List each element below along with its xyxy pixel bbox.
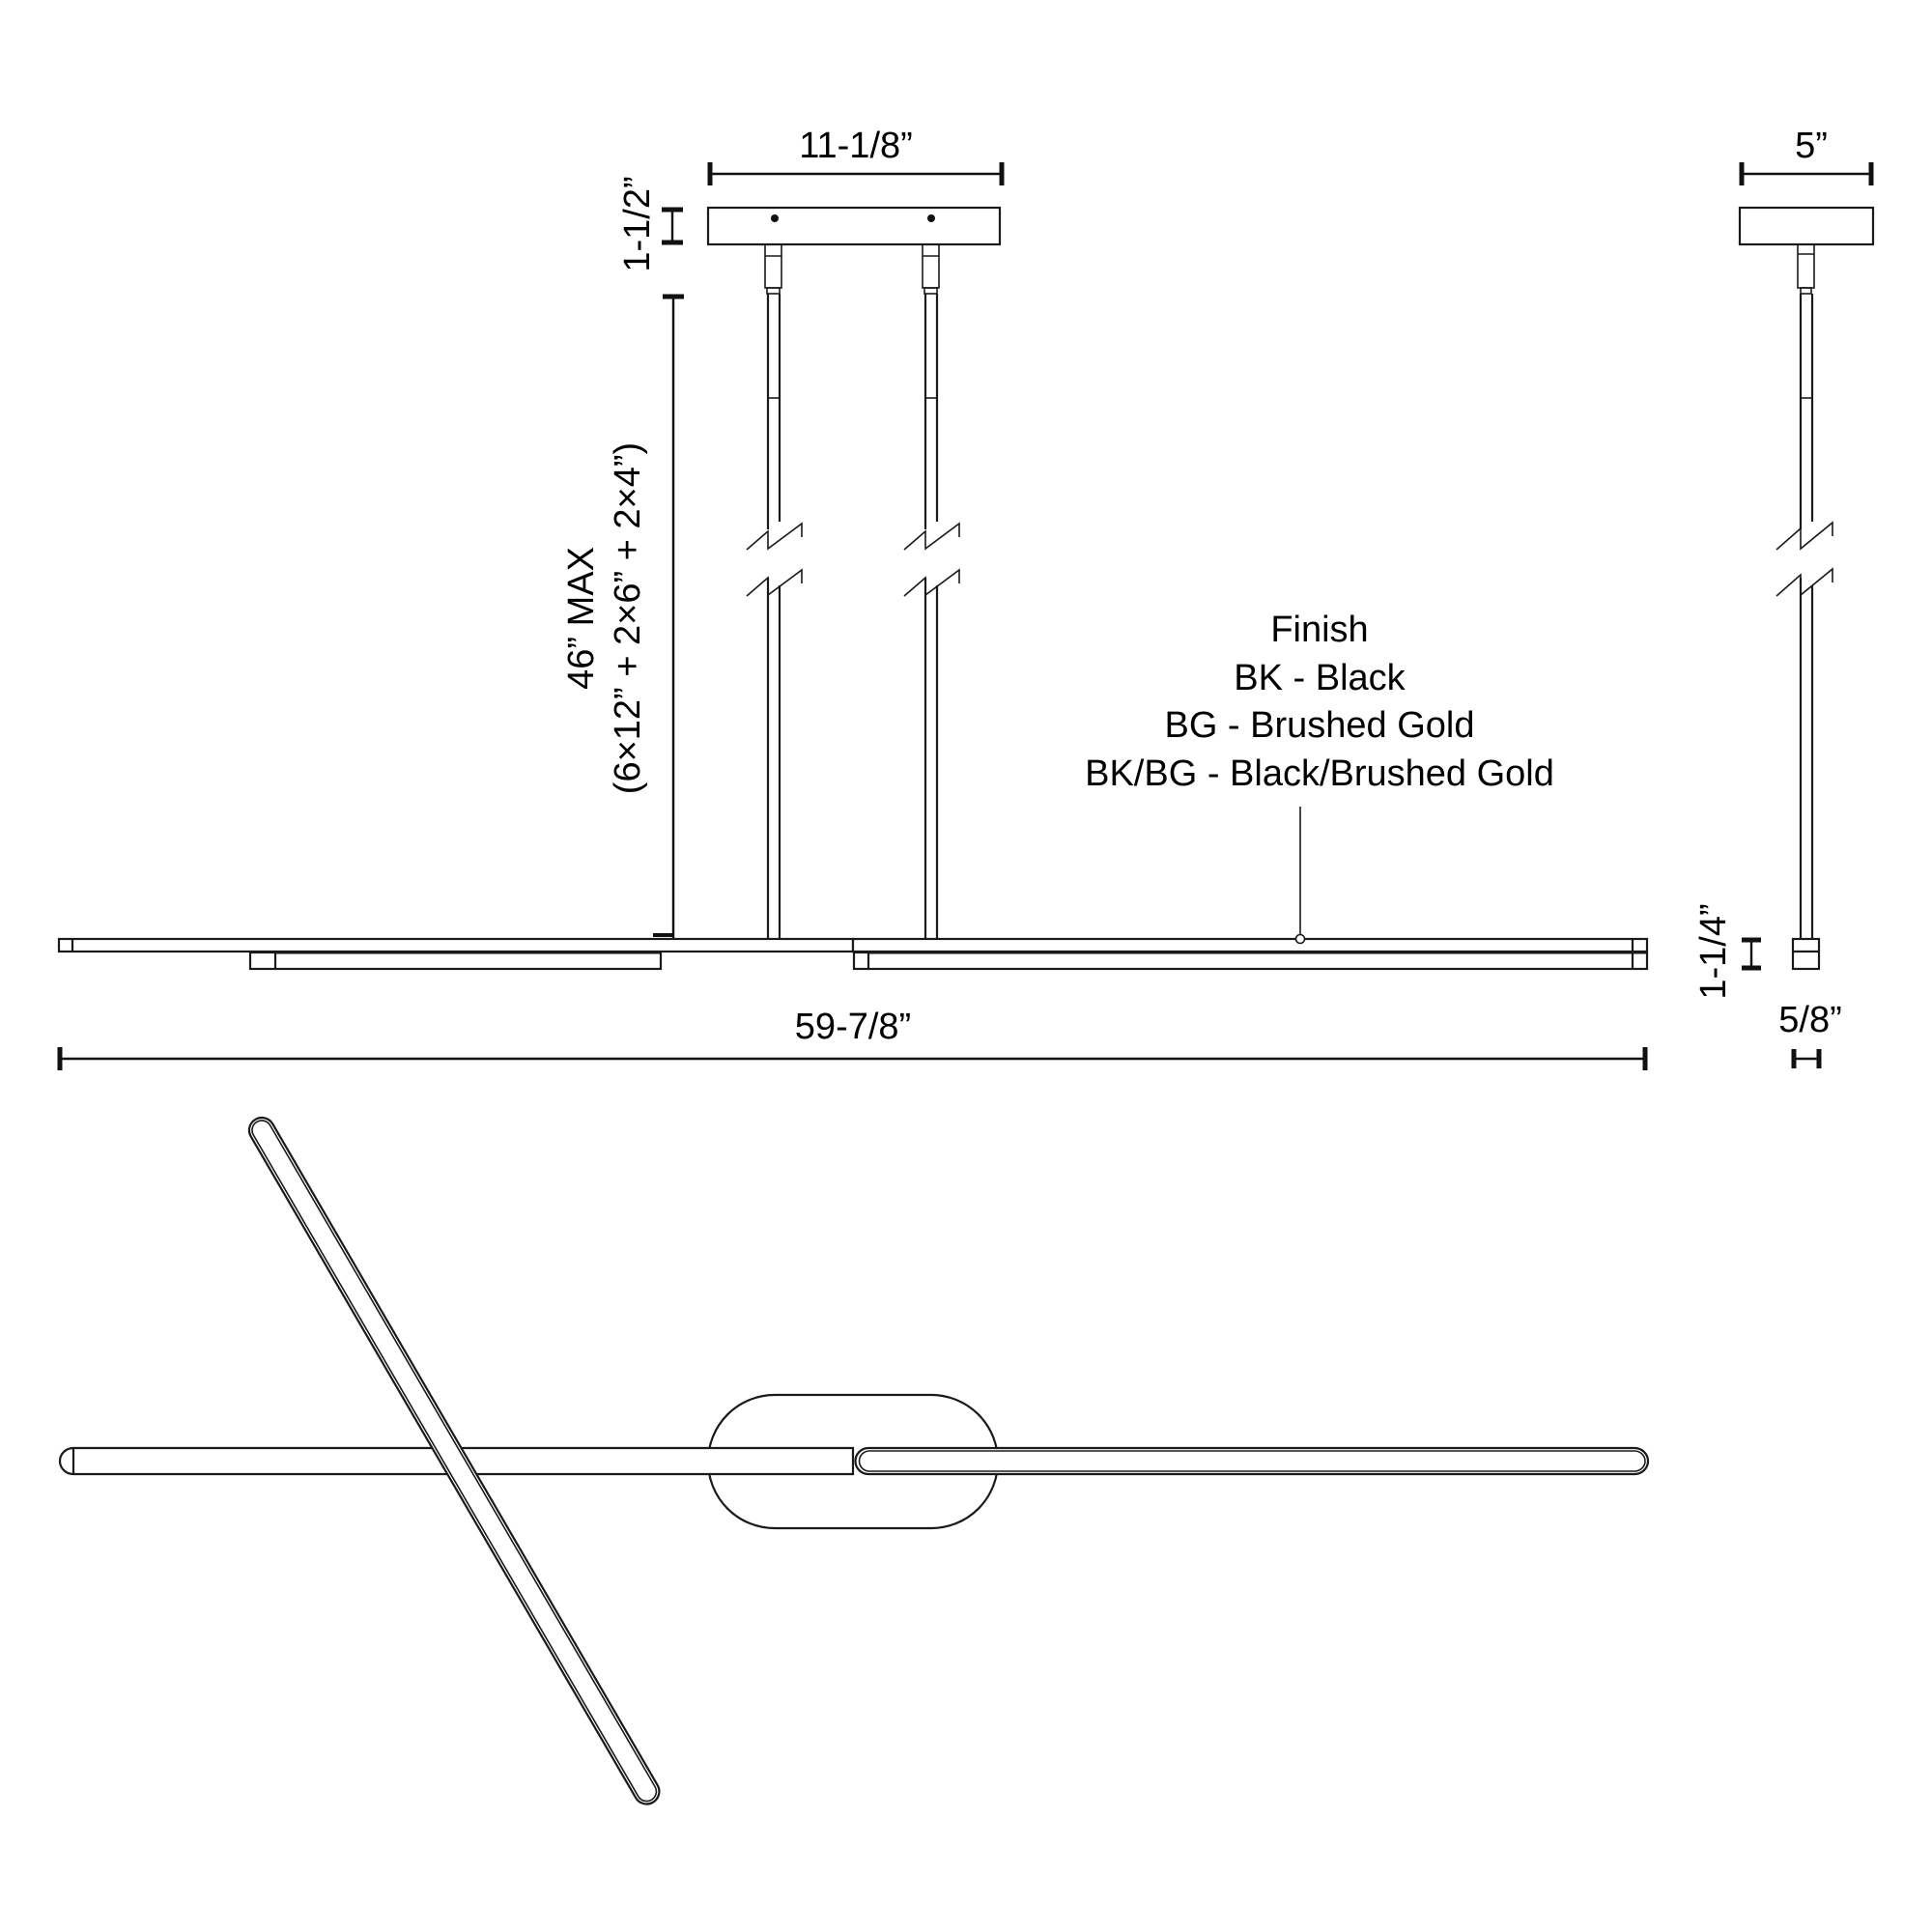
finish-callout: Finish BK - Black BG - Brushed Gold BK/B… [1085, 610, 1554, 794]
height-dimension: 46” MAX (6×12” + 2×6” + 2×4”) [561, 294, 684, 945]
fixture-side [1791, 937, 1821, 971]
finish-title: Finish [1270, 610, 1368, 650]
fixture-depth-label: 5/8” [1778, 1000, 1841, 1040]
canopy-height-dimension: 1-1/2” [617, 176, 683, 272]
diagonal-light-bar-plan [247, 1116, 661, 1805]
canopy-width-dimension: 11-1/8” [707, 126, 1005, 185]
finish-option: BK - Black [1234, 658, 1406, 698]
right-light-bar-plan [854, 1446, 1650, 1476]
canopy-side [1738, 206, 1875, 246]
fixture-bars-front [57, 807, 1649, 971]
plan-view [58, 1116, 1650, 1805]
suspension-rod-right [903, 243, 960, 939]
canopy-screw-icon [927, 214, 935, 222]
overall-length-label: 59-7/8” [795, 1007, 911, 1047]
length-dimension: 59-7/8” [57, 1007, 1648, 1070]
side-elevation: 5” 1-1/4” 5/8” [1693, 126, 1875, 1068]
canopy-screw-icon [771, 214, 779, 222]
canopy-width-label: 11-1/8” [799, 126, 913, 166]
canopy-depth-label: 5” [1795, 126, 1828, 166]
front-elevation: 11-1/8” 1-1/2” [57, 126, 1649, 1070]
finish-option: BG - Brushed Gold [1164, 705, 1474, 746]
fixture-height-dimension: 1-1/4” [1693, 903, 1761, 1000]
finish-leader-point [1294, 933, 1306, 945]
rod-composition-label: (6×12” + 2×6” + 2×4”) [608, 442, 648, 794]
suspension-rod-left [746, 243, 803, 939]
finish-option: BK/BG - Black/Brushed Gold [1085, 753, 1554, 794]
canopy [706, 206, 1002, 246]
fixture-depth-dimension: 5/8” [1778, 1000, 1842, 1068]
canopy-height-label: 1-1/2” [617, 176, 658, 271]
height-max-label: 46” MAX [561, 547, 602, 690]
fixture-height-label: 1-1/4” [1693, 903, 1734, 999]
canopy-depth-dimension: 5” [1739, 126, 1874, 185]
